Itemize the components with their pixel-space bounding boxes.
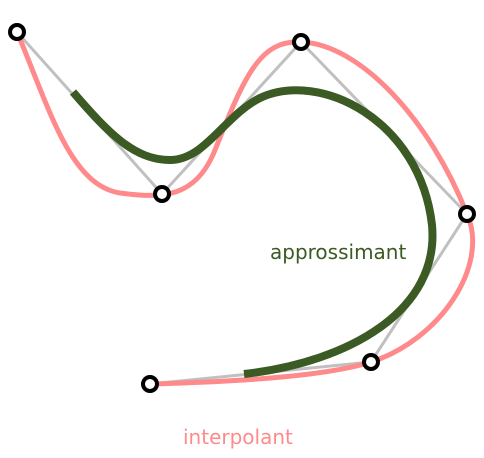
approximant-curve: [69, 86, 437, 378]
control-point[interactable]: [8, 23, 26, 41]
interpolant-label: interpolant: [183, 425, 293, 449]
control-point[interactable]: [458, 205, 476, 223]
interpolant-curve: [14, 29, 475, 387]
control-points: [8, 23, 476, 393]
approximant-label: approssimant: [270, 240, 406, 264]
control-point[interactable]: [362, 353, 380, 371]
control-point[interactable]: [292, 33, 310, 51]
control-point[interactable]: [153, 185, 171, 203]
control-point[interactable]: [141, 375, 159, 393]
